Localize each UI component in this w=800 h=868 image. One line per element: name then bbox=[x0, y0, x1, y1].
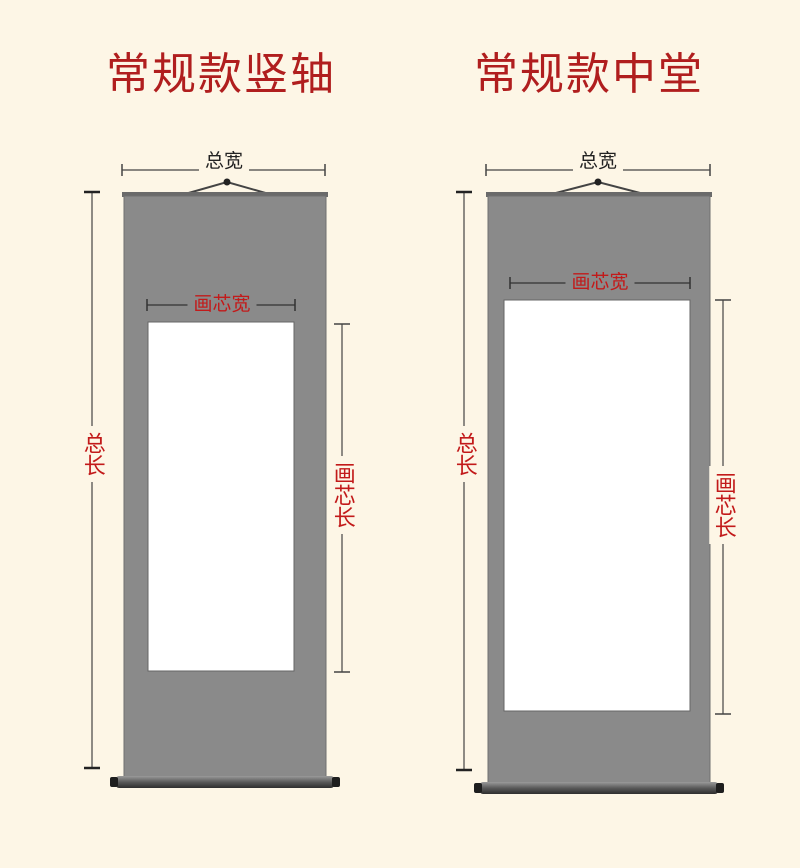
right-top-stick bbox=[486, 192, 712, 197]
right-roller-cap-left bbox=[474, 783, 482, 793]
left-core-length-label: 画芯长 bbox=[328, 456, 356, 534]
right-core-width-label: 画芯宽 bbox=[565, 273, 635, 292]
left-total-width-label: 总宽 bbox=[198, 152, 250, 171]
title-vertical-scroll: 常规款竖轴 bbox=[106, 49, 336, 100]
right-core-length-label: 画芯长 bbox=[709, 466, 737, 544]
left-total-length-label: 总长 bbox=[78, 426, 106, 482]
title-zhongtang-scroll: 常规款中堂 bbox=[474, 49, 704, 100]
right-total-width-label: 总宽 bbox=[572, 152, 624, 171]
left-top-stick bbox=[122, 192, 328, 197]
right-bottom-roller bbox=[480, 782, 718, 794]
left-core-width-label: 画芯宽 bbox=[187, 295, 257, 314]
left-painting-core bbox=[147, 321, 295, 672]
left-roller-cap-left bbox=[110, 777, 118, 787]
left-scroll bbox=[84, 164, 350, 788]
right-hanger-knot bbox=[594, 178, 602, 186]
right-roller-cap-right bbox=[716, 783, 724, 793]
right-scroll bbox=[456, 164, 731, 794]
left-bottom-roller bbox=[116, 776, 334, 788]
right-painting-core bbox=[503, 299, 691, 712]
left-hanger-knot bbox=[223, 178, 231, 186]
left-roller-cap-right bbox=[332, 777, 340, 787]
right-total-length-label: 总长 bbox=[450, 426, 478, 482]
